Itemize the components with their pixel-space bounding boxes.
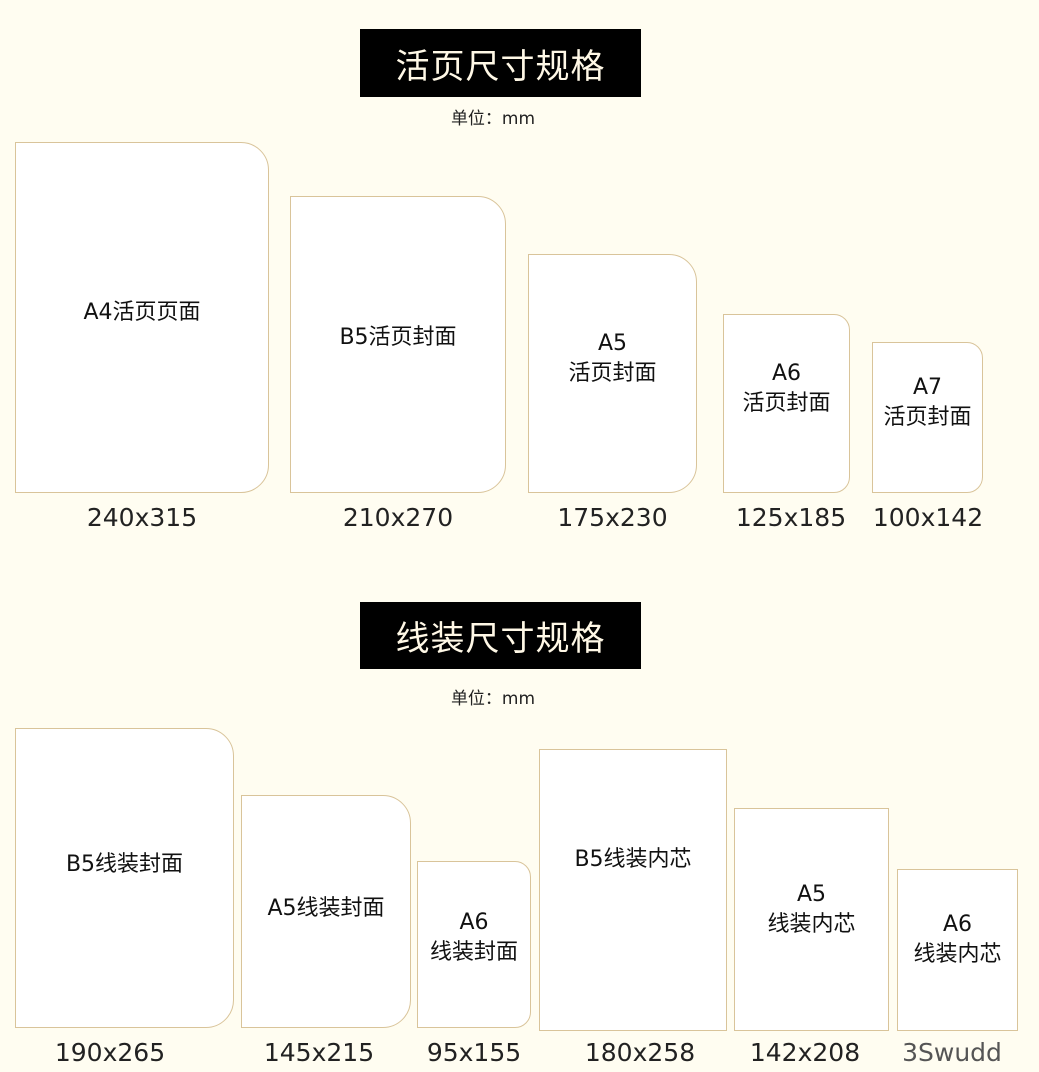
size-dimension: 240x315 <box>86 503 198 532</box>
size-dimension: 175x230 <box>557 503 668 532</box>
size-card-a5-thread-core: A5 线装内芯 <box>734 808 889 1031</box>
card-label: A6 线装内芯 <box>913 912 1002 967</box>
size-dimension: 100x142 <box>872 503 984 532</box>
size-card-b5-thread-core: B5线装内芯 <box>539 749 727 1031</box>
card-label: B5线装封面 <box>65 852 184 877</box>
card-label: A5 线装内芯 <box>767 881 856 937</box>
size-dimension: 95x155 <box>426 1038 522 1067</box>
size-card-a4-loose-leaf: A4活页页面 <box>15 142 269 493</box>
size-card-a5-loose-leaf: A5 活页封面 <box>528 254 697 493</box>
size-card-a7-loose-leaf: A7 活页封面 <box>872 342 983 493</box>
unit-label: 单位：mm <box>450 109 536 129</box>
card-label: A6 活页封面 <box>742 360 831 416</box>
card-label: A5线装封面 <box>267 895 385 921</box>
size-card-b5-thread-cover: B5线装封面 <box>15 728 234 1028</box>
size-card-a5-thread-cover: A5线装封面 <box>241 795 411 1028</box>
size-dimension: 125x185 <box>735 503 847 532</box>
unit-label: 单位：mm <box>450 689 536 709</box>
size-card-a6-thread-core: A6 线装内芯 <box>897 869 1018 1031</box>
card-label: A6 线装封面 <box>429 909 518 965</box>
card-label: B5线装内芯 <box>574 847 692 872</box>
card-label: A5 活页封面 <box>568 330 657 386</box>
size-dimension: 180x258 <box>584 1038 696 1067</box>
size-card-a6-thread-cover: A6 线装封面 <box>417 861 531 1028</box>
size-dimension: 3Swudd <box>902 1038 1002 1067</box>
section-title-loose-leaf: 活页尺寸规格 <box>360 29 641 97</box>
section-title-thread-bound: 线装尺寸规格 <box>360 602 641 669</box>
size-dimension: 190x265 <box>54 1038 166 1067</box>
card-label: A4活页页面 <box>83 299 201 325</box>
size-dimension: 145x215 <box>263 1038 375 1067</box>
size-card-b5-loose-leaf: B5活页封面 <box>290 196 506 493</box>
card-label: B5活页封面 <box>339 324 457 350</box>
size-dimension: 210x270 <box>342 503 454 532</box>
card-label: A7 活页封面 <box>883 374 972 430</box>
size-dimension: 142x208 <box>749 1038 861 1067</box>
size-card-a6-loose-leaf: A6 活页封面 <box>723 314 850 493</box>
